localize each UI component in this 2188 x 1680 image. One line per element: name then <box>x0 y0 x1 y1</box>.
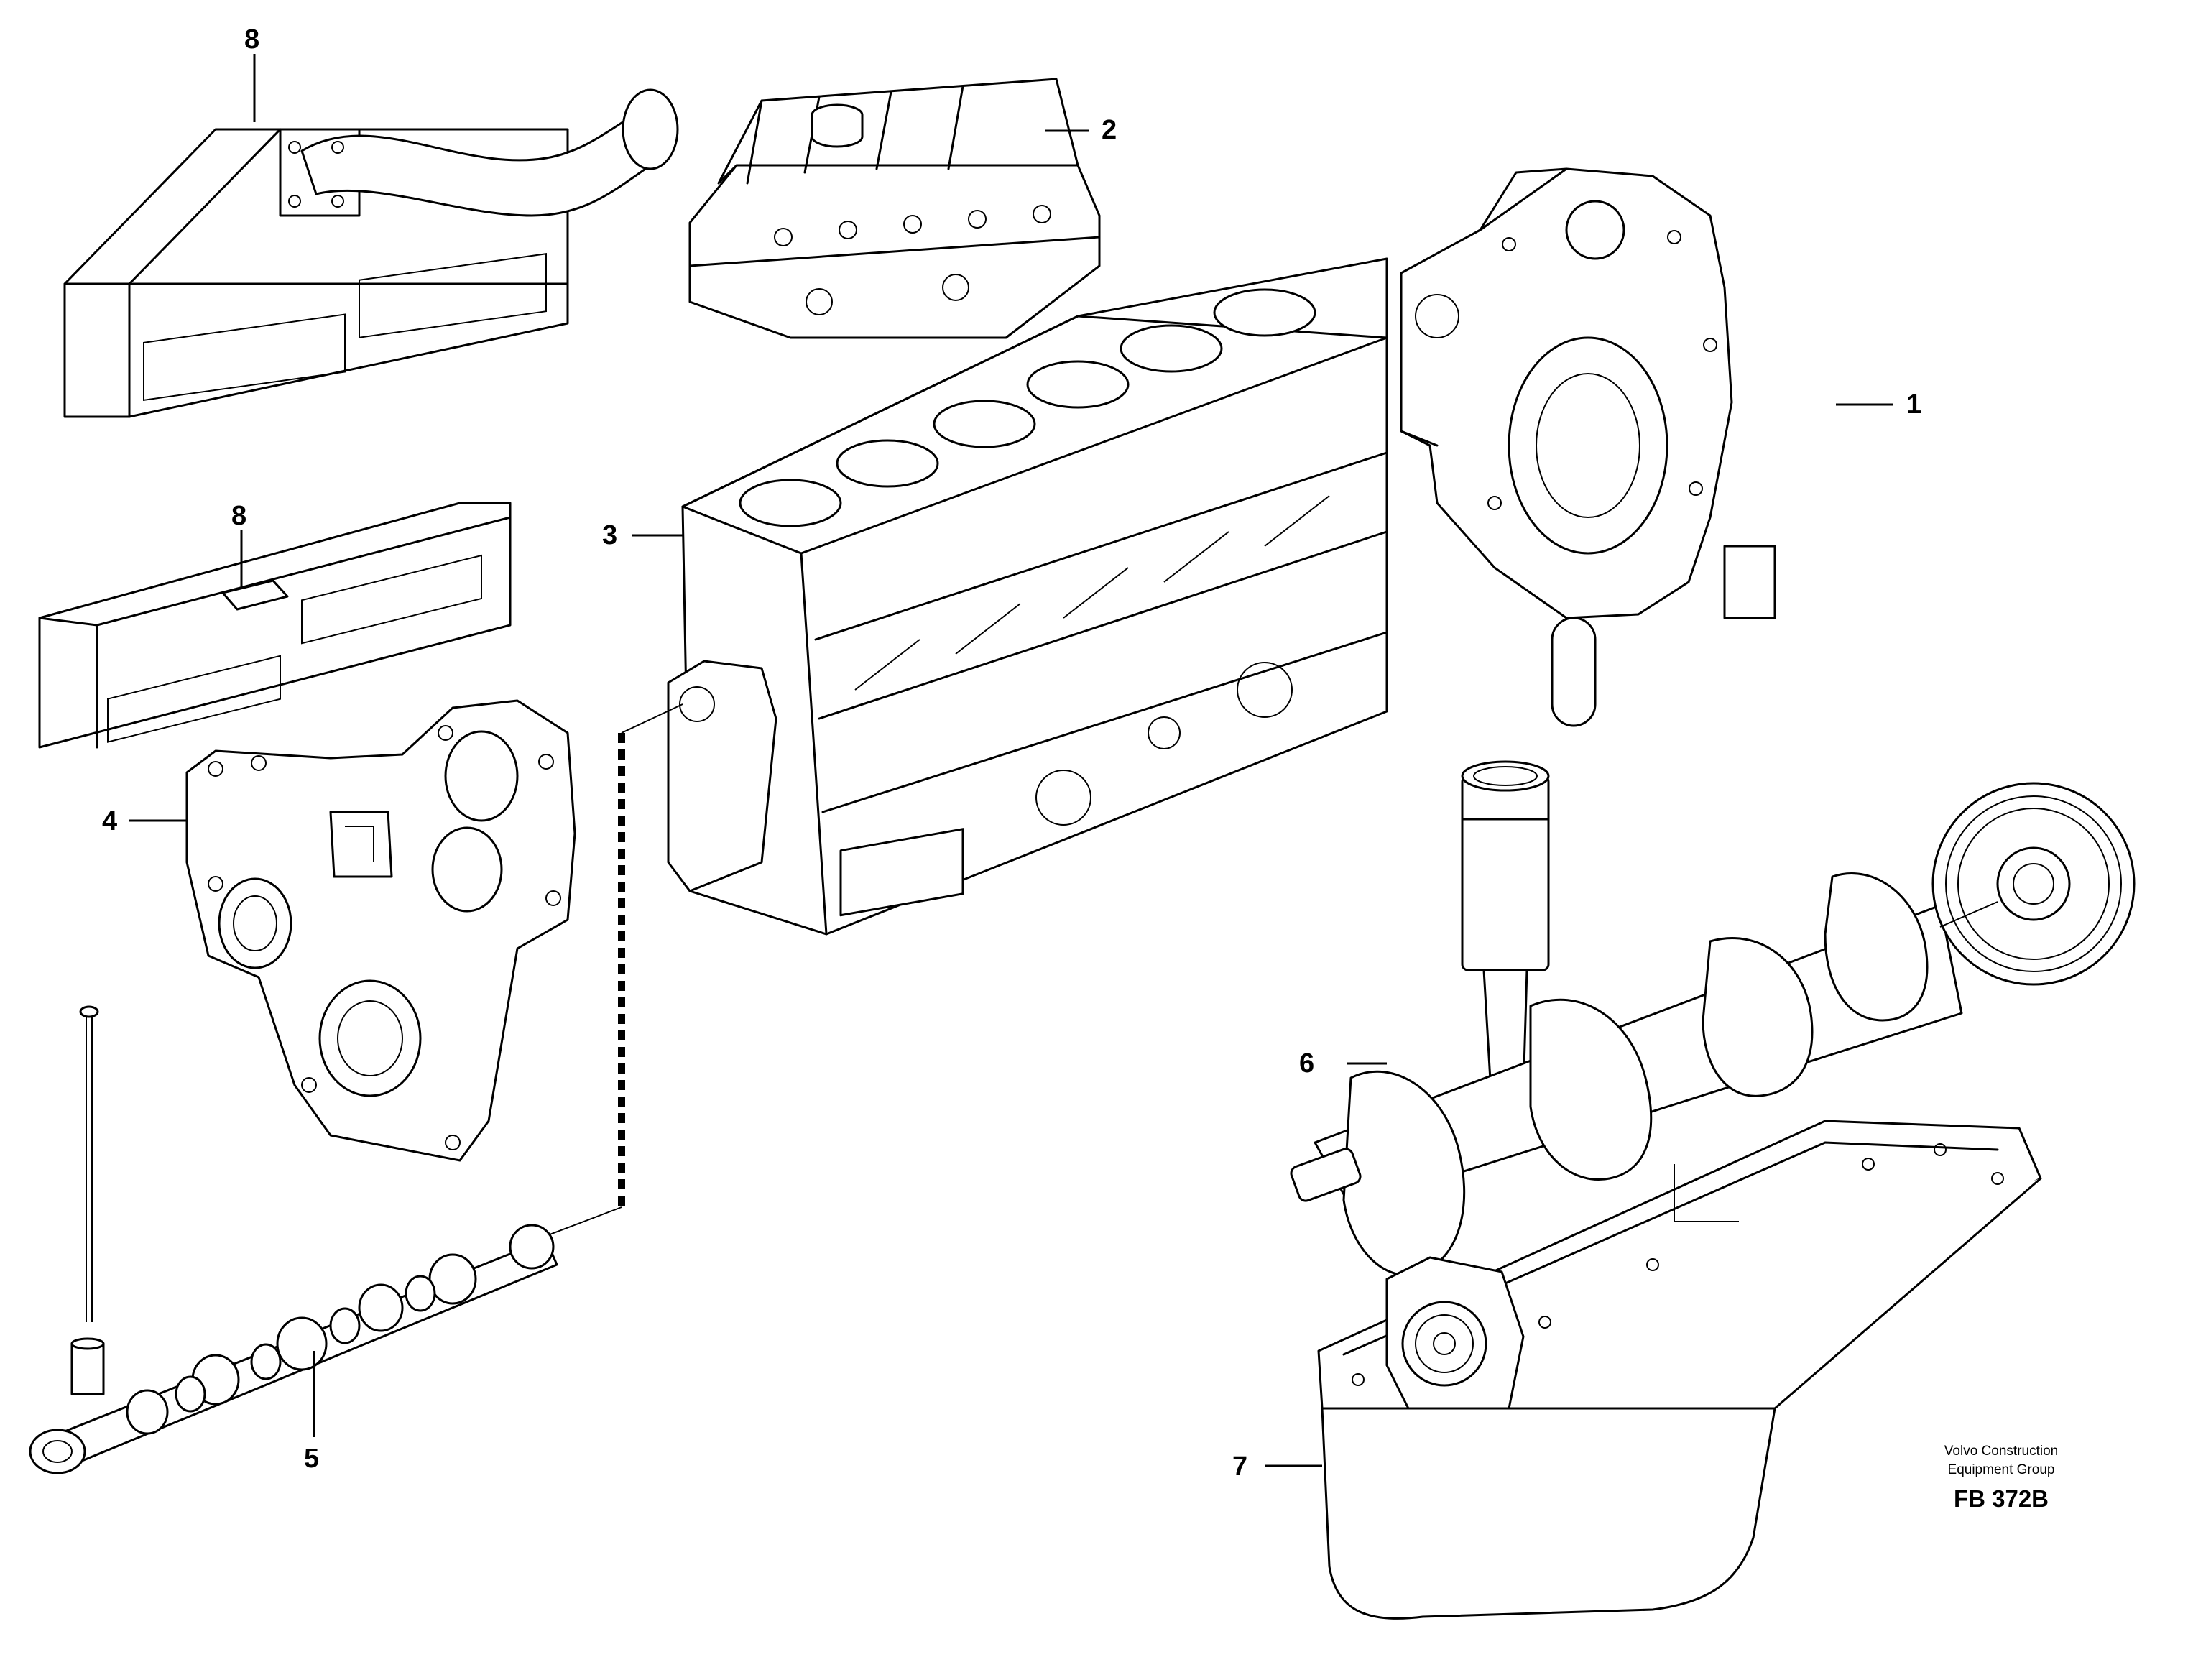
callout-1: 1 <box>1906 389 1921 420</box>
part-crankshaft-assembly <box>1290 760 2136 1276</box>
callout-labels: 1 2 3 4 5 6 7 8 8 <box>102 24 1921 1482</box>
callout-6: 6 <box>1299 1048 1314 1079</box>
callout-8-upper: 8 <box>244 24 259 55</box>
part-timing-cover <box>185 699 576 1162</box>
part-manifold-plate-lower <box>38 502 512 749</box>
leader-lines <box>129 54 1893 1467</box>
figure-code: FB 372B <box>1954 1485 2049 1512</box>
callout-2: 2 <box>1102 115 1117 145</box>
part-cylinder-head <box>688 78 1101 339</box>
callout-8-lower: 8 <box>231 501 246 531</box>
callout-4: 4 <box>102 806 117 836</box>
part-flywheel-housing <box>1400 167 1776 727</box>
callout-5: 5 <box>304 1444 319 1474</box>
credit-company-line2: Equipment Group <box>1948 1462 2055 1477</box>
credit-company-line1: Volvo Construction <box>1944 1444 2058 1459</box>
part-intake-manifold-upper <box>63 88 679 418</box>
callout-7: 7 <box>1232 1451 1247 1482</box>
part-oil-pan <box>1317 1120 2042 1620</box>
part-camshaft <box>29 1005 558 1474</box>
assembly-line-camshaft <box>545 703 683 1237</box>
callout-3: 3 <box>602 520 617 550</box>
part-engine-block <box>667 257 1388 936</box>
credit-block: Volvo Construction Equipment Group FB 37… <box>1944 1444 2058 1512</box>
